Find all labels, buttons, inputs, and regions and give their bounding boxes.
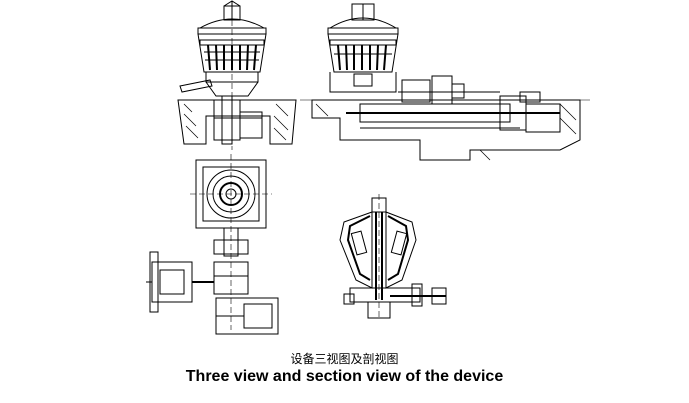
front-view-louver-body — [198, 34, 266, 72]
section-view-roller-right — [391, 231, 406, 255]
device-drawing — [0, 0, 689, 340]
front-view-side-arm — [180, 80, 212, 92]
side-view-louver-body — [328, 34, 398, 72]
caption-chinese: 设备三视图及剖视图 — [290, 352, 399, 366]
side-view — [300, 4, 590, 160]
side-view-nameplate — [354, 74, 372, 86]
side-view-foundation — [312, 100, 580, 160]
section-view — [340, 194, 446, 318]
section-view-right-shell — [386, 212, 416, 288]
section-view-drive-gear — [412, 284, 422, 306]
plan-view — [146, 154, 278, 334]
front-view-foundation — [178, 100, 296, 144]
section-view-roller-left — [351, 231, 366, 255]
front-view — [178, 1, 296, 150]
plan-view-gearbox — [214, 240, 248, 254]
caption-english: Three view and section view of the devic… — [185, 368, 504, 385]
section-view-left-shell — [340, 212, 372, 288]
front-view-gearbox — [214, 100, 240, 140]
side-view-drive-unit — [520, 92, 540, 102]
side-view-motor — [402, 80, 430, 102]
